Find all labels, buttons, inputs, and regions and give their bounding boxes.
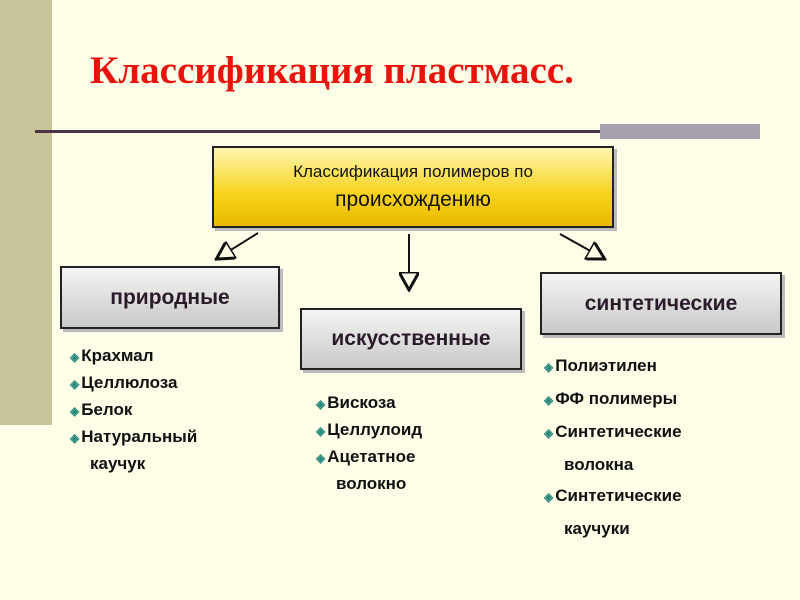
- synthetic-list: ◈Полиэтилен ◈ФФ полимеры ◈Синтетические …: [544, 350, 682, 544]
- category-synthetic: синтетические: [540, 272, 782, 335]
- category-natural: природные: [60, 266, 280, 329]
- bullet-icon: ◈: [70, 431, 80, 445]
- list-item: ◈ФФ полимеры: [544, 389, 678, 408]
- bullet-icon: ◈: [544, 393, 554, 407]
- divider-accent: [600, 124, 760, 139]
- list-item-cont: волокна: [564, 455, 634, 474]
- arrow-left: [218, 232, 259, 258]
- bullet-icon: ◈: [70, 377, 80, 391]
- root-node: Классификация полимеров по происхождению: [212, 146, 614, 228]
- list-item: ◈Ацетатное: [316, 447, 416, 466]
- bullet-icon: ◈: [70, 350, 80, 364]
- root-line2: происхождению: [335, 188, 491, 211]
- natural-list: ◈Крахмал ◈Целлюлоза ◈Белок ◈Натуральный …: [70, 343, 197, 477]
- bullet-icon: ◈: [70, 404, 80, 418]
- bullet-icon: ◈: [316, 397, 326, 411]
- list-item: ◈Полиэтилен: [544, 356, 657, 375]
- list-item: ◈Натуральный: [70, 427, 198, 446]
- bullet-icon: ◈: [544, 490, 554, 504]
- list-item: ◈Вискоза: [316, 393, 396, 412]
- bullet-icon: ◈: [316, 424, 326, 438]
- list-item: ◈Целлулоид: [316, 420, 423, 439]
- list-item: ◈Синтетические: [544, 422, 682, 441]
- category-artificial: искусственные: [300, 308, 522, 370]
- list-item: ◈Целлюлоза: [70, 373, 178, 392]
- arrow-right: [559, 233, 603, 258]
- artificial-list: ◈Вискоза ◈Целлулоид ◈Ацетатное волокно: [316, 390, 422, 497]
- title-divider: [35, 130, 760, 133]
- list-item: ◈Крахмал: [70, 346, 154, 365]
- list-item-cont: волокно: [336, 474, 407, 493]
- bullet-icon: ◈: [544, 360, 554, 374]
- list-item-cont: каучуки: [564, 519, 630, 538]
- sidebar-decoration: [0, 0, 52, 425]
- list-item: ◈Белок: [70, 400, 133, 419]
- list-item-cont: каучук: [90, 454, 146, 473]
- list-item: ◈Синтетические: [544, 486, 682, 505]
- slide-title: Классификация пластмасс.: [90, 49, 574, 92]
- bullet-icon: ◈: [544, 426, 554, 440]
- bullet-icon: ◈: [316, 451, 326, 465]
- root-line1: Классификация полимеров по: [293, 162, 533, 181]
